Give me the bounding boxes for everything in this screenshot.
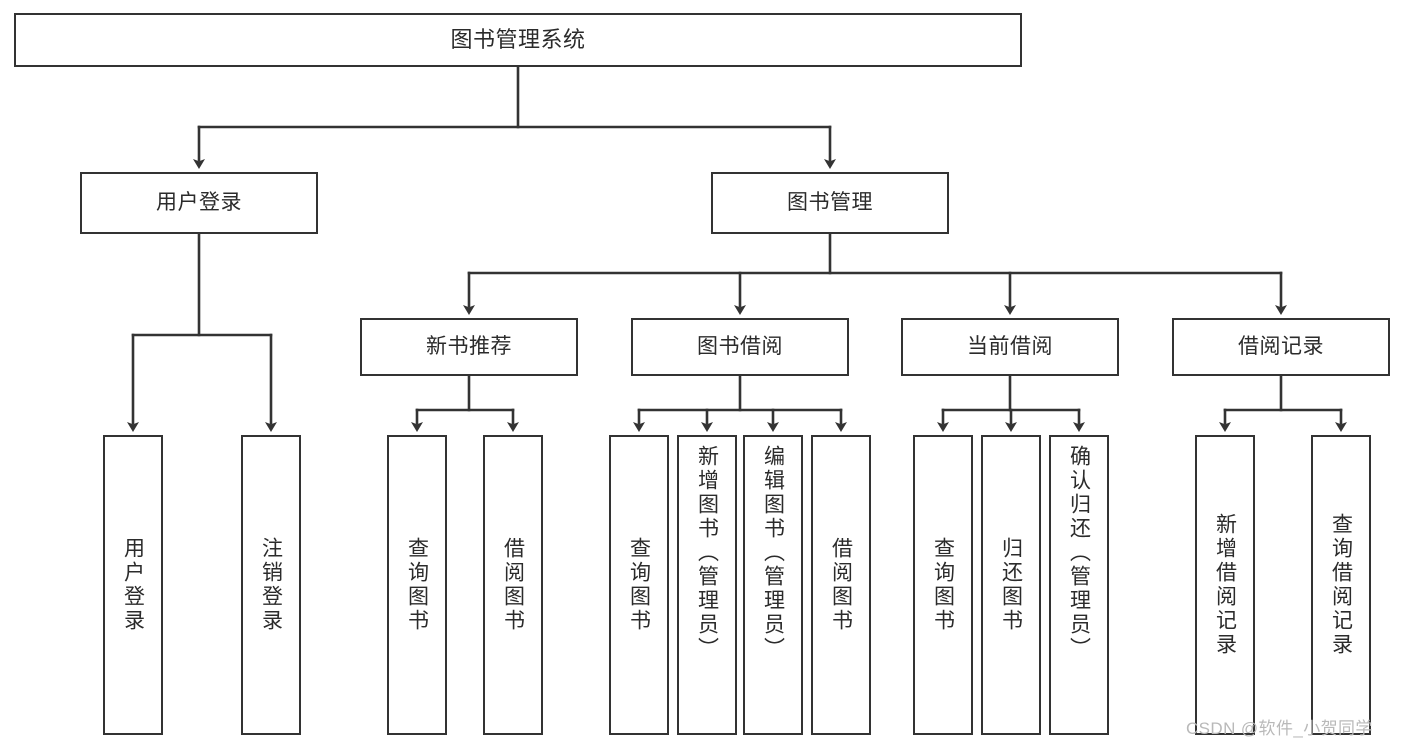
- csdn-watermark: CSDN @软件_小贺同学: [1186, 719, 1373, 738]
- node-label: 图书管理系统: [450, 27, 586, 53]
- node-borrow-record[interactable]: 借阅记录: [1172, 318, 1390, 376]
- node-label: 借阅图书: [829, 537, 853, 633]
- node-label: 图书管理: [787, 190, 873, 214]
- node-current-borrow[interactable]: 当前借阅: [901, 318, 1119, 376]
- node-label: 图书借阅: [697, 334, 783, 358]
- node-label: 编辑图书（管理员）: [761, 445, 785, 661]
- leaf-user-login[interactable]: 用户登录: [103, 435, 163, 735]
- leaf-user-logout[interactable]: 注销登录: [241, 435, 301, 735]
- node-label: 查询图书: [931, 537, 955, 633]
- node-label: 借阅图书: [501, 537, 525, 633]
- node-label: 用户登录: [121, 537, 145, 633]
- leaf-confirm-return-admin[interactable]: 确认归还（管理员）: [1049, 435, 1109, 735]
- leaf-query-borrow-record[interactable]: 查询借阅记录: [1311, 435, 1371, 735]
- leaf-borrow-book-borrow[interactable]: 借阅图书: [811, 435, 871, 735]
- node-label: 用户登录: [156, 190, 242, 214]
- node-book-management-system[interactable]: 图书管理系统: [14, 13, 1022, 67]
- leaf-return-book[interactable]: 归还图书: [981, 435, 1041, 735]
- leaf-borrow-book-recommend[interactable]: 借阅图书: [483, 435, 543, 735]
- node-label: 归还图书: [999, 537, 1023, 633]
- node-label: 确认归还（管理员）: [1067, 445, 1091, 661]
- node-new-book-recommend[interactable]: 新书推荐: [360, 318, 578, 376]
- node-label: 查询图书: [405, 537, 429, 633]
- leaf-edit-book-admin[interactable]: 编辑图书（管理员）: [743, 435, 803, 735]
- leaf-query-book-current[interactable]: 查询图书: [913, 435, 973, 735]
- node-label: 借阅记录: [1238, 334, 1324, 358]
- node-label: 新书推荐: [426, 334, 512, 358]
- node-book-manage[interactable]: 图书管理: [711, 172, 949, 234]
- node-book-borrow[interactable]: 图书借阅: [631, 318, 849, 376]
- node-user-login[interactable]: 用户登录: [80, 172, 318, 234]
- leaf-add-borrow-record[interactable]: 新增借阅记录: [1195, 435, 1255, 735]
- node-label: 查询图书: [627, 537, 651, 633]
- node-label: 当前借阅: [967, 334, 1053, 358]
- node-label: 新增借阅记录: [1213, 513, 1237, 657]
- node-label: 新增图书（管理员）: [695, 445, 719, 661]
- node-label: 查询借阅记录: [1329, 513, 1353, 657]
- leaf-add-book-admin[interactable]: 新增图书（管理员）: [677, 435, 737, 735]
- leaf-query-book-recommend[interactable]: 查询图书: [387, 435, 447, 735]
- leaf-query-book-borrow[interactable]: 查询图书: [609, 435, 669, 735]
- node-label: 注销登录: [259, 537, 283, 633]
